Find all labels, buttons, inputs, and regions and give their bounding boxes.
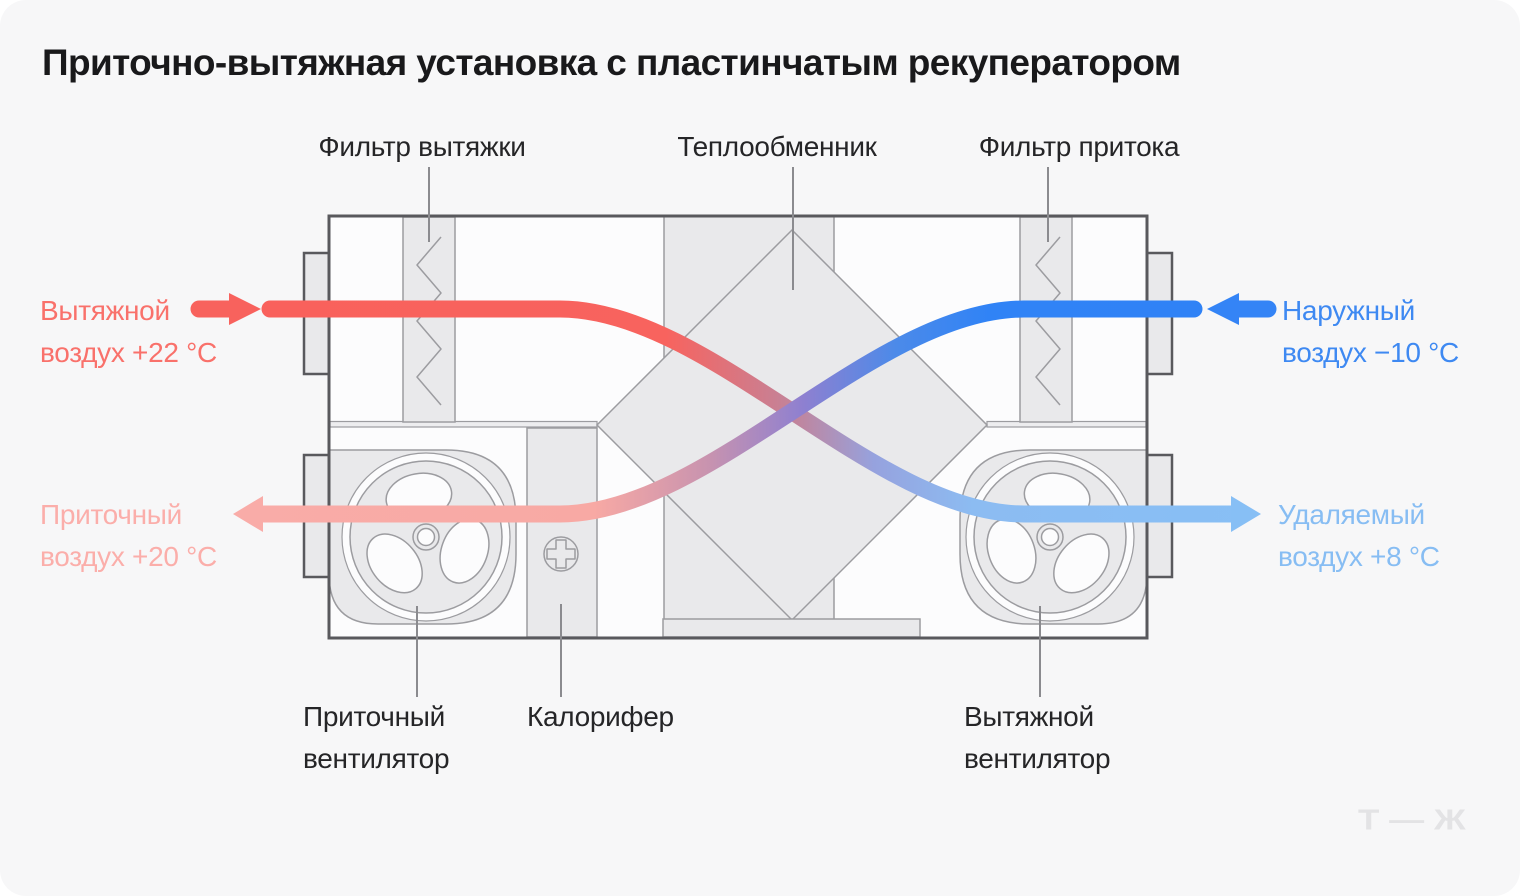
label-removed-air-out: Удаляемый воздух +8 °C	[1278, 499, 1440, 572]
label-heat-exchanger: Теплообменник	[677, 131, 877, 162]
heater-shape	[526, 427, 598, 638]
page-title: Приточно-вытяжная установка с пластинчат…	[42, 42, 1181, 83]
label-exhaust-fan: Вытяжной вентилятор	[964, 701, 1111, 774]
supply-fan-icon	[328, 449, 517, 625]
label-exhaust-filter: Фильтр вытяжки	[318, 131, 526, 162]
label-heater: Калорифер	[527, 701, 674, 732]
supply-filter-shape	[1019, 216, 1073, 423]
label-supply-air-out: Приточный воздух +20 °C	[40, 499, 217, 572]
label-supply-fan: Приточный вентилятор	[303, 701, 450, 774]
outside-in-arrow	[1207, 293, 1277, 325]
exhaust-in-arrow	[190, 293, 261, 325]
tj-logo: Т—Ж	[1358, 804, 1476, 837]
exchanger-pedestal	[662, 618, 921, 638]
label-outside-air-in: Наружный воздух −10 °C	[1282, 295, 1459, 368]
label-exhaust-air-in: Вытяжной воздух +22 °C	[40, 295, 217, 368]
exhaust-filter-shape	[402, 216, 456, 423]
label-supply-filter: Фильтр притока	[978, 131, 1180, 162]
outside-air-flow-pipe	[233, 300, 1203, 532]
unit-casing-outline	[327, 214, 1149, 640]
callout-lines	[416, 167, 1049, 697]
exhaust-fan-icon	[959, 449, 1148, 625]
